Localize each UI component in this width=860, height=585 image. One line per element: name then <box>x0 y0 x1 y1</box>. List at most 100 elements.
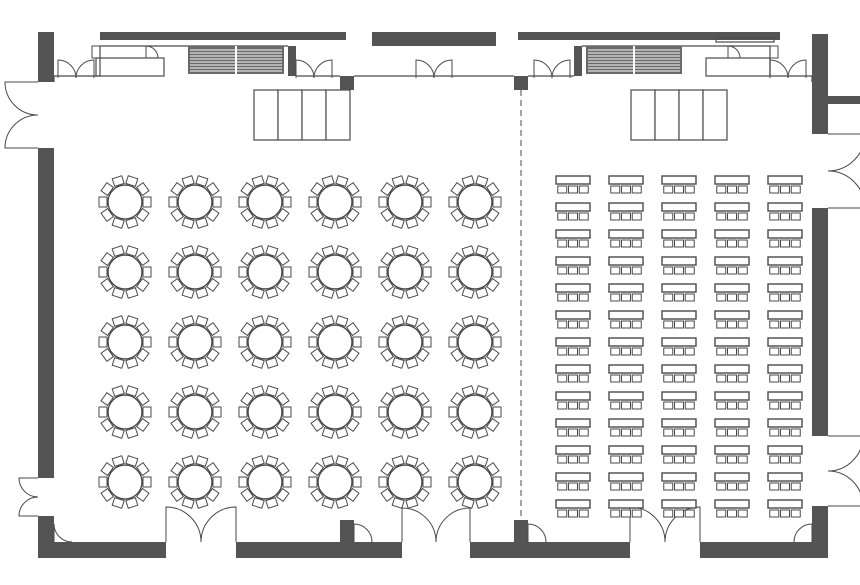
chair <box>485 181 500 197</box>
classroom-table <box>661 310 697 329</box>
chair <box>135 251 150 267</box>
chair <box>568 455 578 464</box>
chair <box>352 336 362 348</box>
chair <box>737 239 748 248</box>
chair <box>475 385 489 398</box>
round-table <box>98 315 152 369</box>
chair <box>308 406 318 418</box>
chair <box>170 321 185 337</box>
chair <box>205 417 220 433</box>
chair <box>181 426 195 439</box>
chair <box>621 509 631 518</box>
chair <box>265 385 279 398</box>
chair <box>111 216 125 229</box>
table-top <box>767 499 803 509</box>
wall-top-3 <box>518 32 780 40</box>
classroom-table <box>555 391 591 410</box>
chair <box>100 461 115 477</box>
chair <box>321 496 335 509</box>
table-top <box>608 418 644 428</box>
chair <box>310 347 325 363</box>
chair <box>275 251 290 267</box>
chair <box>240 391 255 407</box>
double-door <box>18 477 39 517</box>
chair <box>422 476 432 488</box>
corner-door-a <box>353 523 373 543</box>
chair <box>251 455 265 468</box>
chair <box>142 266 152 278</box>
round-table <box>308 315 362 369</box>
chair <box>405 496 419 509</box>
chair <box>391 385 405 398</box>
chair <box>391 315 405 328</box>
classroom-table <box>608 256 644 275</box>
chair <box>321 315 335 328</box>
chair <box>448 196 458 208</box>
table-top <box>457 394 493 430</box>
chair <box>310 251 325 267</box>
corner-door-b <box>527 523 547 543</box>
chair <box>422 266 432 278</box>
round-table <box>308 455 362 509</box>
double-door <box>401 507 471 543</box>
chair <box>674 509 684 518</box>
chair <box>380 347 395 363</box>
classroom-table <box>661 202 697 221</box>
column-bottom-center <box>514 520 528 558</box>
classroom-table <box>608 499 644 518</box>
chair <box>568 293 578 302</box>
chair <box>125 175 139 188</box>
chair <box>98 266 108 278</box>
chair <box>716 320 727 329</box>
classroom-table <box>714 364 750 383</box>
wall-right <box>812 208 828 436</box>
classroom-table <box>661 472 697 491</box>
chair <box>321 426 335 439</box>
chair <box>663 212 674 221</box>
classroom-table <box>767 364 803 383</box>
chair <box>195 216 209 229</box>
chair <box>168 476 178 488</box>
chair <box>100 347 115 363</box>
chair <box>790 212 801 221</box>
table-top <box>661 175 697 185</box>
chair <box>663 320 674 329</box>
chair <box>769 266 780 275</box>
classroom-table <box>555 202 591 221</box>
table-top <box>608 202 644 212</box>
chair <box>142 336 152 348</box>
chair <box>422 196 432 208</box>
chair <box>557 428 568 437</box>
chair <box>610 401 621 410</box>
wall-right-top <box>812 34 828 134</box>
chair <box>684 482 695 491</box>
chair <box>310 321 325 337</box>
chair <box>135 417 150 433</box>
classroom-table <box>714 472 750 491</box>
chair <box>251 245 265 258</box>
table-top <box>608 364 644 374</box>
classroom-table <box>555 418 591 437</box>
chair <box>125 385 139 398</box>
chair <box>135 181 150 197</box>
chair <box>475 216 489 229</box>
chair <box>578 212 589 221</box>
table-top <box>317 184 353 220</box>
chair <box>674 239 684 248</box>
chair <box>111 245 125 258</box>
chair <box>674 293 684 302</box>
chair <box>195 385 209 398</box>
round-table <box>378 245 432 299</box>
chair <box>485 417 500 433</box>
chair <box>737 185 748 194</box>
chair <box>790 374 801 383</box>
chair <box>663 374 674 383</box>
chair <box>568 185 578 194</box>
classroom-table <box>714 229 750 248</box>
table-top <box>555 391 591 401</box>
chair <box>265 426 279 439</box>
chair <box>275 391 290 407</box>
table-top <box>457 254 493 290</box>
chair <box>450 347 465 363</box>
chair <box>727 293 737 302</box>
